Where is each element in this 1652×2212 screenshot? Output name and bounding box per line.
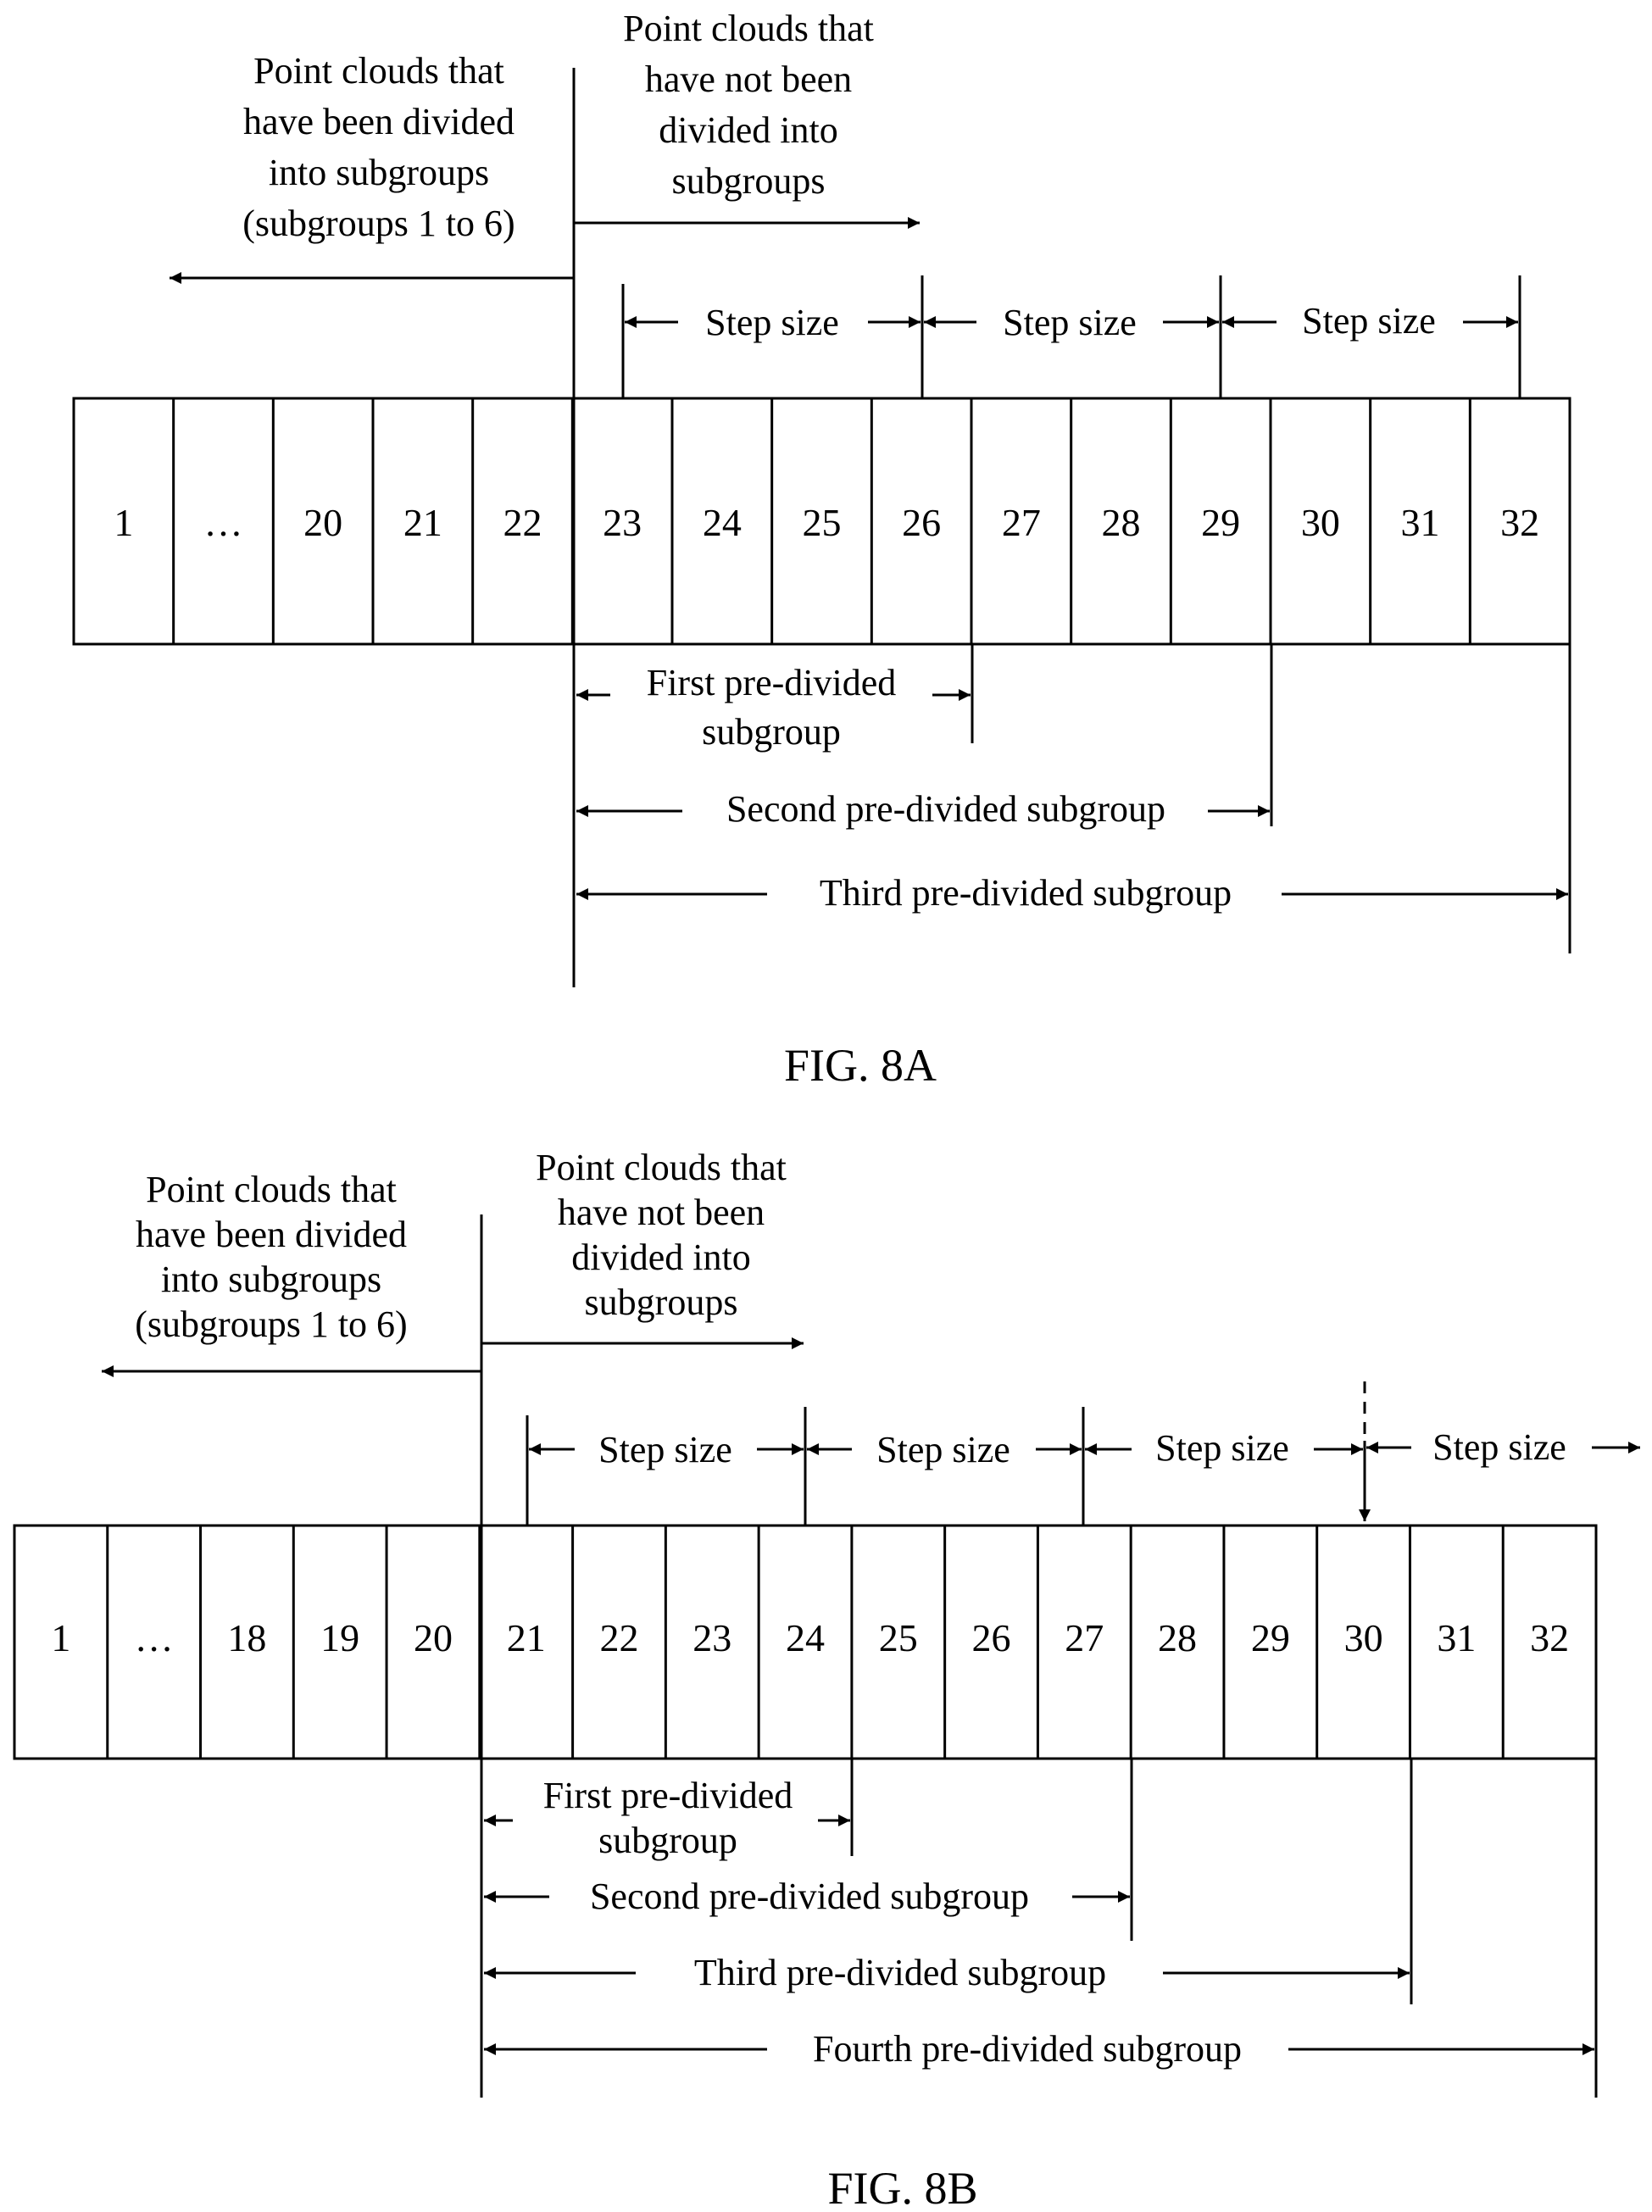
- cell-label: 20: [414, 1616, 453, 1659]
- cell-label: 32: [1500, 501, 1539, 544]
- undivided-label-line-4: subgroups: [672, 160, 826, 202]
- undivided-label-line-1: Point clouds that: [536, 1147, 787, 1188]
- figure-caption-8b: FIG. 8B: [827, 2163, 977, 2212]
- cell-label: 30: [1301, 501, 1340, 544]
- step-size-label-3: Step size: [1302, 300, 1436, 342]
- third-subgroup-label: Third pre-divided subgroup: [820, 872, 1232, 914]
- divided-label-line-4: (subgroups 1 to 6): [242, 203, 515, 244]
- cell-label: 24: [786, 1616, 825, 1659]
- cell-label: 23: [603, 501, 642, 544]
- undivided-label-line-2: have not been: [645, 58, 852, 100]
- cell-label: 28: [1158, 1616, 1197, 1659]
- cell-label: 22: [599, 1616, 638, 1659]
- undivided-label: Point clouds that have not been divided …: [623, 8, 874, 202]
- cell-label: 31: [1401, 501, 1440, 544]
- cell-label: 26: [972, 1616, 1011, 1659]
- undivided-label-line-3: divided into: [659, 109, 837, 151]
- cell-label: 24: [703, 501, 742, 544]
- fourth-subgroup-label: Fourth pre-divided subgroup: [813, 2028, 1242, 2070]
- cell-label: 1: [51, 1616, 70, 1659]
- step-size-markers: Step size Step size Step size Step size: [527, 1381, 1640, 1526]
- cell-label: 18: [227, 1616, 266, 1659]
- divided-label-line-3: into subgroups: [269, 152, 489, 193]
- fig-8a: Point clouds that have been divided into…: [74, 8, 1570, 1091]
- divided-label-line-2: have been divided: [243, 101, 515, 142]
- pre-divided-subgroups: First pre-divided subgroup Second pre-di…: [576, 644, 1570, 953]
- cell-label: …: [135, 1616, 174, 1659]
- pre-divided-subgroups: First pre-divided subgroup Second pre-di…: [484, 1759, 1596, 2098]
- undivided-label-line-1: Point clouds that: [623, 8, 874, 49]
- cell-label: 1: [114, 501, 133, 544]
- second-subgroup-label: Second pre-divided subgroup: [590, 1876, 1029, 1917]
- figure-caption-8a: FIG. 8A: [784, 1040, 937, 1091]
- cell-label: 27: [1065, 1616, 1104, 1659]
- first-subgroup-label-2: subgroup: [702, 711, 841, 753]
- cell-label: 28: [1102, 501, 1141, 544]
- point-cloud-strip: 1 … 20 21 22 23 24 25 26 27 28 29 30 31 32: [74, 398, 1570, 644]
- divided-label-line-4: (subgroups 1 to 6): [135, 1303, 407, 1345]
- cell-label: 31: [1437, 1616, 1476, 1659]
- cell-label: 20: [303, 501, 342, 544]
- step-size-label-2: Step size: [876, 1429, 1010, 1470]
- cell-label: 21: [507, 1616, 546, 1659]
- cell-label: 29: [1251, 1616, 1290, 1659]
- divided-label: Point clouds that have been divided into…: [135, 1169, 407, 1345]
- third-subgroup-label: Third pre-divided subgroup: [694, 1952, 1106, 1993]
- cell-label: 32: [1530, 1616, 1569, 1659]
- cell-label: 22: [503, 501, 542, 544]
- divided-label-line-1: Point clouds that: [146, 1169, 397, 1210]
- step-size-markers: Step size Step size Step size: [623, 275, 1520, 398]
- cell-label: 19: [320, 1616, 359, 1659]
- step-size-label-2: Step size: [1003, 302, 1137, 343]
- first-subgroup-label-1: First pre-divided: [647, 662, 897, 703]
- cell-label: 27: [1002, 501, 1041, 544]
- cell-label: 25: [803, 501, 842, 544]
- step-size-label-4: Step size: [1432, 1426, 1566, 1468]
- divided-label-line-3: into subgroups: [161, 1259, 381, 1300]
- second-subgroup-label: Second pre-divided subgroup: [726, 788, 1165, 830]
- cell-label: 29: [1201, 501, 1240, 544]
- undivided-label-line-2: have not been: [558, 1192, 765, 1233]
- divided-label: Point clouds that have been divided into…: [242, 50, 515, 244]
- point-cloud-strip: 1 … 18 19 20 21 22 23 24 25 26 27 28 29 30 31 32: [14, 1526, 1596, 1759]
- divided-label-line-1: Point clouds that: [253, 50, 504, 92]
- step-size-label-3: Step size: [1155, 1427, 1289, 1469]
- undivided-label-line-4: subgroups: [585, 1281, 738, 1323]
- first-subgroup-label-1: First pre-divided: [543, 1775, 793, 1816]
- undivided-label-line-3: divided into: [571, 1237, 750, 1278]
- undivided-label: Point clouds that have not been divided …: [536, 1147, 787, 1323]
- step-size-label-1: Step size: [598, 1429, 732, 1470]
- cell-label: 25: [879, 1616, 918, 1659]
- cell-label: 21: [403, 501, 442, 544]
- cell-label: …: [204, 501, 243, 544]
- first-subgroup-label-2: subgroup: [598, 1820, 737, 1861]
- divided-label-line-2: have been divided: [136, 1214, 407, 1255]
- cell-label: 30: [1344, 1616, 1383, 1659]
- cell-label: 26: [902, 501, 941, 544]
- fig-8b: Point clouds that have been divided into…: [14, 1147, 1640, 2212]
- cell-label: 23: [693, 1616, 731, 1659]
- step-size-label-1: Step size: [705, 302, 839, 343]
